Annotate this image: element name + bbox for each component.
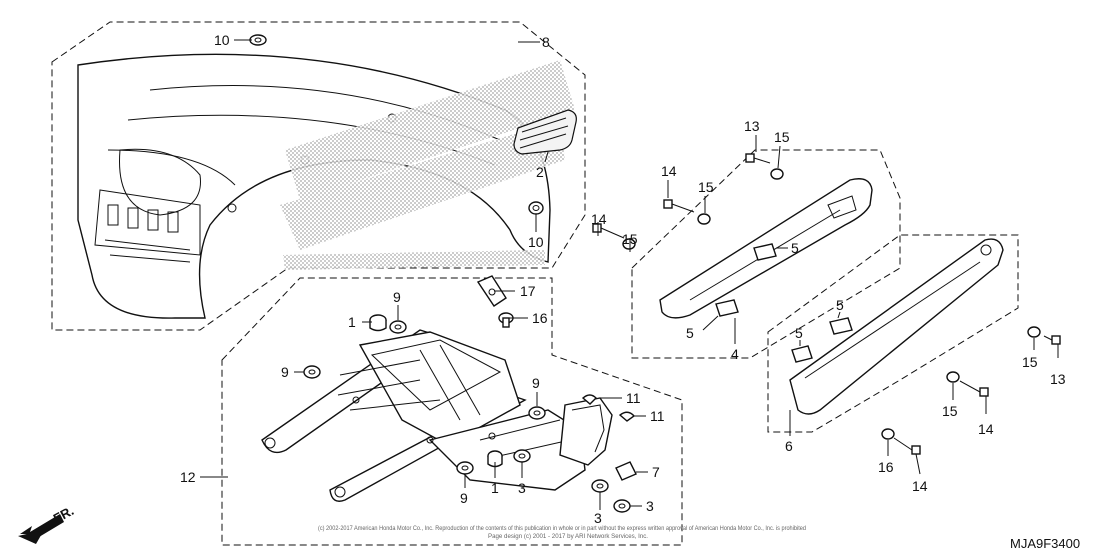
bolt-part-13-top[interactable] [745,153,771,164]
fender-group-boundary [51,21,586,331]
callout-14-left: 14 [591,211,607,227]
callout-9-right: 9 [532,375,540,391]
washer-part-10-top[interactable] [249,34,267,46]
callout-17: 17 [520,283,536,299]
callout-13-right: 13 [1050,371,1066,387]
bolt-part-14-right-mid[interactable] [959,380,989,397]
callout-12: 12 [180,469,196,485]
collar-part-3-a[interactable] [513,449,531,463]
washer-part-15-top[interactable] [770,168,784,180]
callout-1-bottom: 1 [491,480,499,496]
rear-bracket-part[interactable] [559,397,613,466]
cushion-part-5-c[interactable] [791,345,813,363]
washer-part-10-right[interactable] [528,201,544,215]
callout-9-top: 9 [393,289,401,305]
washer-part-15-right-top[interactable] [1027,326,1041,338]
collar-part-3-c[interactable] [613,499,631,513]
callout-14-right-mid: 14 [978,421,994,437]
washer-part-9-right[interactable] [528,406,546,420]
callout-labels: 10 8 2 10 17 16 9 1 9 9 11 11 12 7 9 1 3… [180,32,1066,526]
callout-15-left: 15 [622,231,638,247]
clip-part-11-a[interactable] [581,394,597,405]
callout-3-c: 3 [646,498,654,514]
callout-9-bottom: 9 [460,490,468,506]
callout-15-right-mid: 15 [942,403,958,419]
callout-3-a: 3 [518,480,526,496]
copyright-line-2: Page design (c) 2001 - 2017 by ARI Netwo… [488,534,648,540]
collar-part-3-b[interactable] [591,479,609,493]
callout-5-a: 5 [791,240,799,256]
diagram-code: MJA9F3400 [1010,536,1080,551]
front-direction-arrow: FR. [18,503,76,544]
copyright-line-1: (c) 2002-2017 American Honda Motor Co., … [318,526,806,532]
callout-14-right-bottom: 14 [912,478,928,494]
callout-11-b: 11 [650,408,665,424]
washer-part-15-mid[interactable] [697,213,711,225]
clip-part-11-b[interactable] [618,411,636,422]
callout-10-top: 10 [214,32,230,48]
callout-5-c: 5 [795,325,803,341]
callout-5-d: 5 [836,297,844,313]
callout-1-top: 1 [348,314,356,330]
callout-13-top: 13 [744,118,760,134]
callout-16: 16 [532,310,548,326]
callout-9-left: 9 [281,364,289,380]
rear-frame-part[interactable] [261,329,586,502]
callout-8: 8 [542,34,550,50]
callout-14-top: 14 [661,163,677,179]
bolt-part-14-left[interactable] [592,223,625,239]
callout-10-right: 10 [528,234,544,250]
bolt-part-13-right[interactable] [1043,335,1061,345]
callout-5-b: 5 [686,325,694,341]
clip-part-17[interactable] [476,275,507,307]
callout-6: 6 [785,438,793,454]
callout-11-a: 11 [626,390,641,406]
callout-15-right-top: 15 [1022,354,1038,370]
left-cover-group-boundary [631,149,901,359]
washer-part-9-bottom[interactable] [456,461,474,475]
callout-7: 7 [652,464,660,480]
bolt-part-16[interactable] [498,312,514,328]
right-side-cover-part[interactable] [789,238,1004,415]
cushion-part-5-b[interactable] [715,299,739,317]
frame-group-boundary [221,277,683,546]
collar-part-7[interactable] [615,461,637,481]
washer-part-15-right-mid[interactable] [946,371,960,383]
callout-3-b: 3 [594,510,602,526]
honda-watermark-logo [280,60,575,270]
washer-part-15-right-bottom[interactable] [881,428,895,440]
washer-part-9-top[interactable] [389,320,407,334]
cushion-part-5-d[interactable] [829,317,853,335]
right-cover-group-boundary [767,234,1019,433]
cushion-part-5-a[interactable] [753,243,777,261]
washer-part-15-left[interactable] [622,238,636,250]
callout-15-top: 15 [774,129,790,145]
grommet-part-1-top[interactable] [369,314,387,332]
bolt-part-14-top[interactable] [663,199,695,213]
leader-lines [200,39,1059,510]
washer-part-9-left[interactable] [303,365,321,379]
bolt-part-14-right-bottom[interactable] [893,437,921,455]
callout-4: 4 [731,346,739,362]
callout-2: 2 [536,164,544,180]
callout-15-right-bottom: 16 [878,459,894,475]
callout-15-mid: 15 [698,179,714,195]
reflector-part[interactable] [513,109,577,155]
